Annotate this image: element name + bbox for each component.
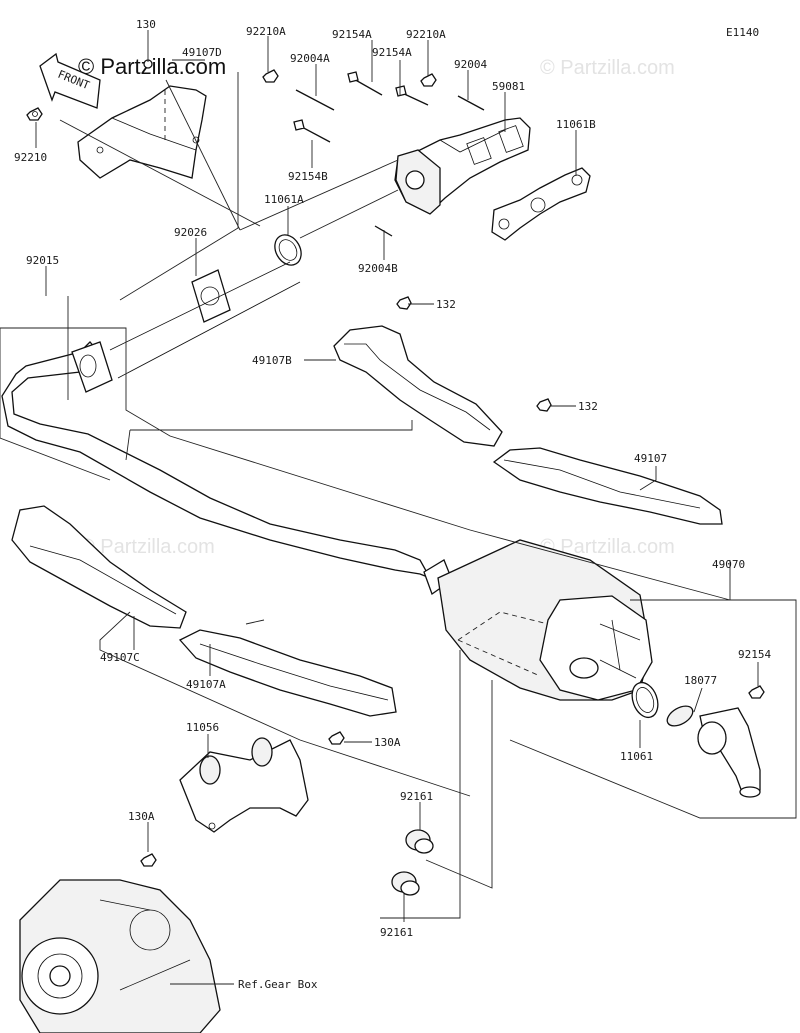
label-92004a: 92004A — [290, 52, 330, 65]
exhaust-pipe — [1, 261, 432, 580]
label-49107b: 49107B — [252, 354, 292, 367]
gasket-11061b — [491, 167, 591, 241]
label-ref-gear-box: Ref.Gear Box — [238, 978, 318, 991]
washer-92210a-2 — [420, 73, 437, 87]
heat-shield-49107d — [77, 85, 207, 179]
label-132-2: 132 — [578, 400, 598, 413]
stud-92004 — [457, 95, 485, 111]
watermark-brand: © Partzilla.com — [78, 54, 226, 79]
label-49070: 49070 — [712, 558, 745, 571]
gasket-11061 — [631, 681, 659, 719]
label-92210: 92210 — [14, 151, 47, 164]
label-92015: 92015 — [26, 254, 59, 267]
label-92154a-1: 92154A — [332, 28, 372, 41]
label-49107c: 49107C — [100, 651, 140, 664]
watermark-top-right: © Partzilla.com — [540, 57, 675, 79]
watermark-mid-right: © Partzilla.com — [540, 536, 675, 558]
heat-shield-49107c — [11, 505, 187, 629]
bushing-92161-2 — [391, 871, 420, 896]
label-92004: 92004 — [454, 58, 487, 71]
gasket-11061a — [274, 234, 302, 266]
bolt-130a-1 — [328, 731, 345, 745]
bolt-132-2 — [536, 398, 552, 412]
bushing-92161-1 — [405, 829, 434, 854]
heat-shield-49107 — [492, 447, 723, 525]
label-11061b: 11061B — [556, 118, 596, 131]
label-49107: 49107 — [634, 452, 667, 465]
watermark-mid-left: © Partzilla.com — [80, 536, 215, 558]
bolt-92154b — [293, 119, 331, 143]
stud-92004a — [295, 89, 335, 111]
label-92154b: 92154B — [288, 170, 328, 183]
heat-shield-49107b — [333, 325, 503, 447]
diagram-code: E1140 — [726, 26, 759, 39]
label-49107a: 49107A — [186, 678, 226, 691]
flange-92026 — [191, 269, 231, 323]
bolt-92154 — [748, 685, 765, 699]
label-59081: 59081 — [492, 80, 525, 93]
muffler-49070 — [423, 539, 653, 701]
label-18077: 18077 — [684, 674, 717, 687]
heat-shield-49107a — [178, 629, 397, 717]
label-132-1: 132 — [436, 298, 456, 311]
label-11061: 11061 — [620, 750, 653, 763]
bolt-132-1 — [396, 296, 412, 310]
label-92161-1: 92161 — [400, 790, 433, 803]
label-130: 130 — [136, 18, 156, 31]
label-130a-1: 130A — [374, 736, 401, 749]
label-92026: 92026 — [174, 226, 207, 239]
front-arrow-icon: FRONT — [39, 52, 101, 109]
bolt-92154a-2 — [395, 85, 429, 106]
label-92210a-1: 92210A — [246, 25, 286, 38]
label-92004b: 92004B — [358, 262, 398, 275]
label-92210a-2: 92210A — [406, 28, 446, 41]
label-92161-2: 92161 — [380, 926, 413, 939]
label-92154: 92154 — [738, 648, 771, 661]
nut-92210 — [26, 107, 43, 121]
manifold-59081 — [394, 117, 531, 215]
tailpipe-18077 — [666, 705, 761, 798]
label-130a-2: 130A — [128, 810, 155, 823]
bolt-130a-2 — [140, 853, 157, 867]
washer-92210a-1 — [262, 69, 279, 83]
label-49107d: 49107D — [182, 46, 222, 59]
label-11061a: 11061A — [264, 193, 304, 206]
label-92154a-2: 92154A — [372, 46, 412, 59]
stud-92004b — [374, 225, 393, 237]
bracket-11056 — [179, 737, 309, 833]
label-11056: 11056 — [186, 721, 219, 734]
bolt-92154a-1 — [347, 71, 383, 96]
gear-box-reference — [19, 879, 221, 1033]
